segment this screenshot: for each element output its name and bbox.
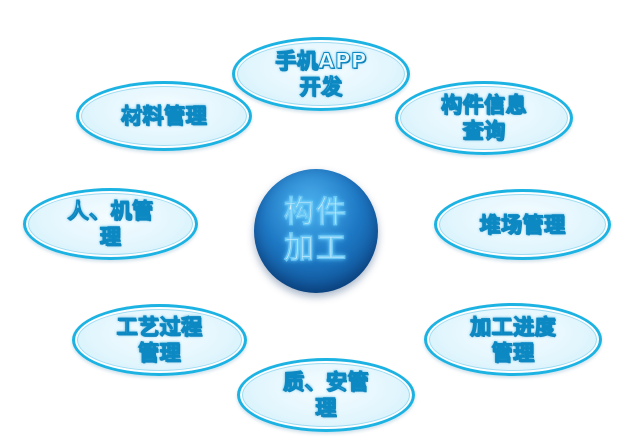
node-progress-management[interactable]: 加工进度 管理	[424, 303, 602, 376]
node-app-development[interactable]: 手机APP 开发	[232, 37, 410, 111]
node-process-management[interactable]: 工艺过程 管理	[72, 304, 247, 376]
node-label: 质、安管 理	[283, 370, 369, 421]
node-label: 工艺过程 管理	[116, 315, 203, 366]
node-material-management[interactable]: 材料管理	[76, 81, 252, 151]
center-node-label: 构件 加工	[284, 195, 348, 267]
node-personnel-machine-management[interactable]: 人、机管 理	[23, 188, 198, 260]
node-label: 加工进度 管理	[470, 314, 556, 365]
node-label: 材料管理	[121, 104, 207, 129]
node-label: 人、机管 理	[67, 199, 154, 250]
node-label: 构件信息 查询	[441, 93, 527, 144]
node-component-info-query[interactable]: 构件信息 查询	[395, 81, 573, 155]
center-node-component-processing[interactable]: 构件 加工	[254, 169, 378, 293]
node-yard-management[interactable]: 堆场管理	[434, 189, 611, 260]
node-label: 堆场管理	[479, 212, 566, 237]
node-label: 手机APP 开发	[275, 49, 367, 100]
node-quality-safety-management[interactable]: 质、安管 理	[237, 358, 415, 432]
